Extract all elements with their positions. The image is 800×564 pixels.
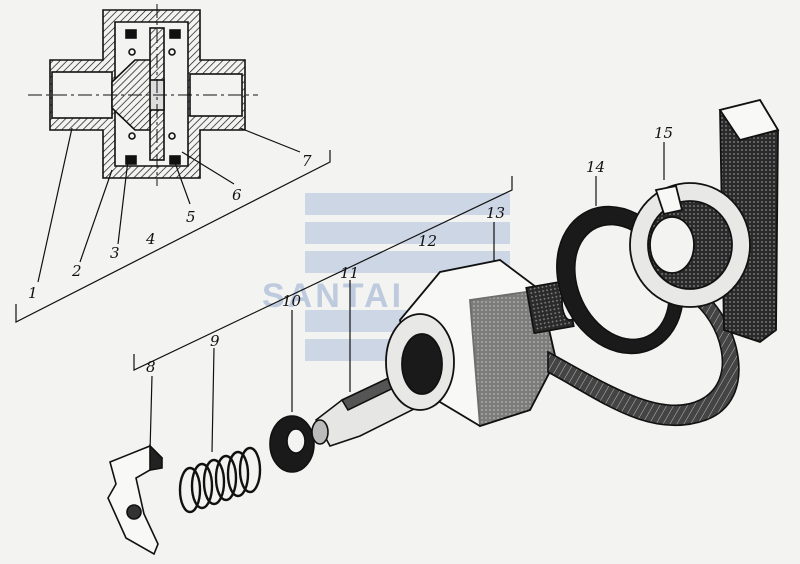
callout-7: 7: [302, 152, 312, 170]
watermark-text: SANTAI: [262, 277, 404, 315]
callout-labels: 1 2 3 4 5 6 7 8 9 10 11 12 13 14 15: [28, 124, 673, 376]
callout-10: 10: [282, 292, 302, 310]
callout-1: 1: [28, 284, 38, 302]
leader-lines: [15, 127, 665, 453]
callout-3: 3: [110, 244, 120, 262]
callout-11: 11: [340, 264, 359, 282]
callout-14: 14: [586, 158, 605, 176]
callout-2: 2: [71, 262, 82, 280]
callout-12: 12: [418, 232, 437, 250]
valve-body-part: [385, 259, 579, 428]
washer-part: [269, 415, 315, 473]
callout-15: 15: [654, 124, 673, 142]
spring-part: [178, 446, 262, 514]
callout-9: 9: [210, 332, 220, 350]
callout-4: 4: [145, 230, 156, 248]
valve-section-view: [28, 4, 258, 186]
callout-6: 6: [232, 186, 242, 204]
cap-with-handle-part: [629, 98, 780, 344]
callout-13: 13: [486, 204, 505, 222]
callout-5: 5: [186, 208, 196, 226]
latch-plate-part: [107, 444, 164, 556]
callout-8: 8: [146, 358, 156, 376]
